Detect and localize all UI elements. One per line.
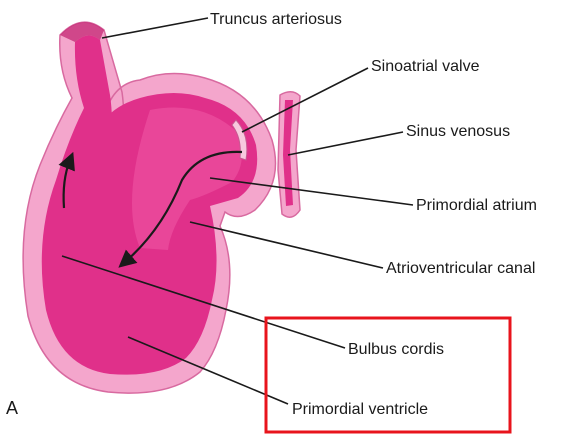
label-sinoatrial-valve: Sinoatrial valve — [371, 58, 480, 75]
label-primordial-ventricle: Primordial ventricle — [292, 401, 428, 418]
panel-letter: A — [6, 398, 18, 418]
leader-truncus-arteriosus — [102, 18, 208, 38]
leader-sinoatrial-valve — [242, 68, 368, 132]
heart-tube — [23, 22, 275, 393]
label-bulbus-cordis: Bulbus cordis — [348, 341, 444, 358]
label-truncus-arteriosus: Truncus arteriosus — [210, 11, 342, 28]
leader-sinus-venosus — [288, 132, 403, 155]
label-primordial-atrium: Primordial atrium — [416, 197, 537, 214]
label-sinus-venosus: Sinus venosus — [406, 123, 510, 140]
label-atrioventricular-canal: Atrioventricular canal — [386, 260, 535, 277]
